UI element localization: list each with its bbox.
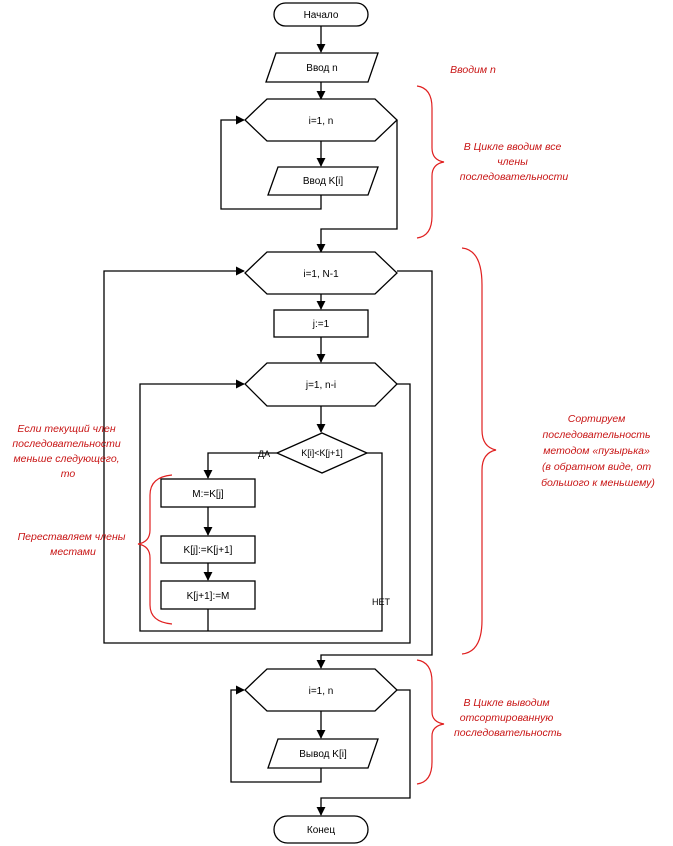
loop3-hexagon <box>244 362 398 407</box>
note-input-n-line-1: Вводим n <box>450 64 496 76</box>
note-input-n: Вводим n <box>450 64 496 76</box>
loop2-label: i=1, N-1 <box>303 269 339 280</box>
note-condition-line-1: Если текущий член <box>17 423 115 435</box>
note-loop-input-line-3: последовательности <box>460 171 569 183</box>
note-loop-output-line-1: В Цикле выводим <box>463 697 549 709</box>
end-label: Конец <box>307 825 335 836</box>
note-loop-output-line-3: последовательность <box>454 727 562 739</box>
note-loop-input: В Цикле вводим все члены последовательно… <box>460 141 569 183</box>
loop1-exit <box>316 120 398 253</box>
note-condition-line-4: то <box>61 468 76 480</box>
note-sort-line-5: большого к меньшему) <box>541 477 655 489</box>
loop4-hexagon <box>244 668 398 712</box>
swap2-label: K[j]:=K[j+1] <box>184 545 233 556</box>
assign-j-process <box>273 309 369 338</box>
yes-branch <box>203 452 277 479</box>
loop2-exit <box>316 270 433 669</box>
note-condition-line-3: меньше следующего, <box>13 453 119 465</box>
annotations: Вводим n В Цикле вводим все члены послед… <box>12 64 655 739</box>
input-n-parallelogram <box>265 52 379 83</box>
annotation-braces <box>137 85 497 785</box>
output-k-label: Вывод K[i] <box>299 749 347 760</box>
assign-j-label: j:=1 <box>312 319 330 330</box>
swap1-process <box>160 478 256 508</box>
no-branch <box>139 379 383 632</box>
note-sort-line-4: (в обратном виде, от <box>542 461 651 473</box>
note-condition-line-2: последовательности <box>12 438 121 450</box>
note-loop-input-line-2: члены <box>497 156 528 168</box>
note-sort-line-1: Сортируем <box>568 413 626 425</box>
condition-diamond <box>275 432 369 474</box>
note-swap: Переставляем члены местами <box>18 531 129 558</box>
loop4-exit <box>316 689 411 816</box>
loop1-return <box>220 115 322 210</box>
loop3-label: j=1, n-i <box>305 380 336 391</box>
yes-label: ДА <box>258 449 270 459</box>
note-loop-output: В Цикле выводим отсортированную последов… <box>454 697 562 739</box>
input-k-parallelogram <box>267 166 379 196</box>
swap1-label: M:=K[j] <box>192 489 224 500</box>
shapes <box>160 2 398 844</box>
note-sort-line-2: последовательность <box>543 429 651 441</box>
note-swap-line-1: Переставляем члены <box>18 531 126 543</box>
input-n-label: Ввод n <box>306 63 337 74</box>
brace-swap <box>137 474 173 625</box>
swap3-process <box>160 580 256 610</box>
loop3-exit <box>103 266 411 644</box>
note-condition: Если текущий член последовательности мен… <box>12 423 123 480</box>
condition-label: K[i]<K[j+1] <box>301 448 343 458</box>
note-sort-line-3: методом «пузырька» <box>543 445 650 457</box>
loop4-label: i=1, n <box>309 686 334 697</box>
brace-sort <box>461 247 497 655</box>
input-k-label: Ввод K[i] <box>303 176 343 187</box>
start-label: Начало <box>304 10 339 21</box>
note-sort: Сортируем последовательность методом «пу… <box>541 413 655 489</box>
no-label: НЕТ <box>372 597 391 607</box>
note-loop-input-line-1: В Цикле вводим все <box>464 141 562 153</box>
loop1-hexagon <box>244 98 398 142</box>
brace-loop-input <box>416 85 445 239</box>
connectors <box>103 26 433 816</box>
note-swap-line-2: местами <box>50 546 96 558</box>
brace-loop-output <box>416 659 445 785</box>
output-k-parallelogram <box>267 738 379 769</box>
note-loop-output-line-2: отсортированную <box>460 712 554 724</box>
loop1-label: i=1, n <box>309 116 334 127</box>
end-terminal <box>273 815 369 844</box>
shape-labels: Начало Ввод n i=1, n Ввод K[i] i=1, N-1 … <box>184 10 391 836</box>
start-terminal <box>273 2 369 27</box>
loop4-return <box>230 685 322 783</box>
swap2-process <box>160 535 256 564</box>
swap3-label: K[j+1]:=M <box>187 591 230 602</box>
loop2-hexagon <box>244 251 398 295</box>
